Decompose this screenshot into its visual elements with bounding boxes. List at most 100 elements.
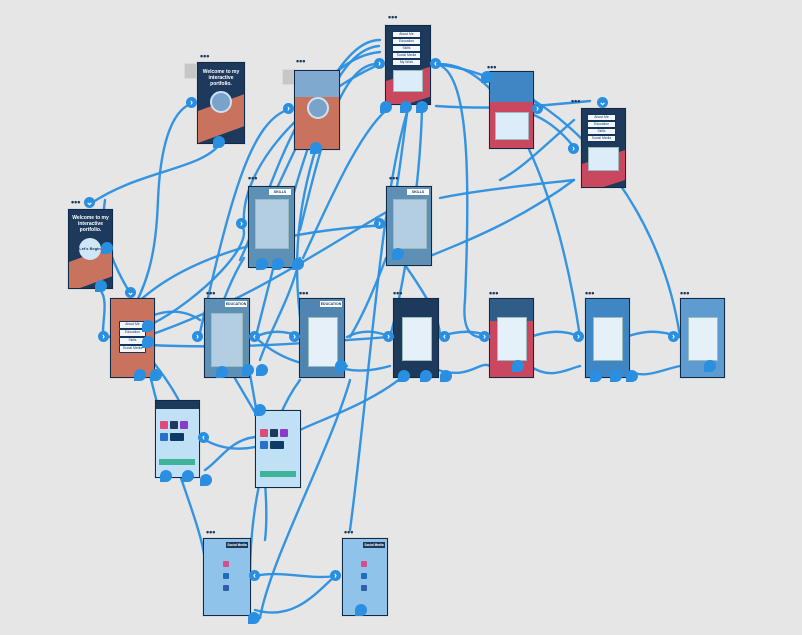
hotspot-marker[interactable] (310, 142, 322, 154)
chevron-left-icon[interactable]: ‹ (198, 432, 209, 443)
hotspot-marker[interactable] (256, 258, 268, 270)
hotspot-marker[interactable] (142, 320, 154, 332)
board-menu-dots[interactable]: ••• (388, 12, 398, 22)
hotspot-marker[interactable] (254, 404, 266, 416)
board-menu-dots[interactable]: ••• (71, 197, 81, 207)
board-menu-dots[interactable]: ••• (571, 96, 581, 106)
work-board-b[interactable] (489, 298, 534, 378)
menu-item-education[interactable]: Education (119, 329, 146, 337)
board-menu-dots[interactable]: ••• (206, 527, 216, 537)
menu-board-top[interactable]: About Me Education Skills Social Media M… (385, 25, 431, 105)
hotspot-marker[interactable] (272, 258, 284, 270)
hotspot-marker[interactable] (512, 360, 524, 372)
chevron-right-icon[interactable]: › (573, 331, 584, 342)
hotspot-marker[interactable] (150, 369, 162, 381)
hotspot-marker[interactable] (213, 136, 225, 148)
hotspot-marker[interactable] (416, 101, 428, 113)
chevron-right-icon[interactable]: › (479, 331, 490, 342)
hotspot-marker[interactable] (380, 101, 392, 113)
linkedin-icon[interactable] (223, 573, 229, 579)
education-board-a[interactable]: EDUCATION (204, 298, 250, 378)
chevron-left-icon[interactable]: ‹ (249, 570, 260, 581)
chevron-right-icon[interactable]: › (330, 570, 341, 581)
chevron-down-icon[interactable]: ⌄ (84, 197, 95, 208)
skills-board-b[interactable]: SKILLS (386, 186, 432, 266)
board-menu-dots[interactable]: ••• (489, 288, 499, 298)
hotspot-marker[interactable] (355, 604, 367, 616)
hotspot-marker[interactable] (134, 369, 146, 381)
menu-item-education[interactable]: Education (392, 38, 421, 45)
menu-item-skills[interactable]: Skills (392, 45, 421, 52)
chevron-right-icon[interactable]: › (186, 97, 197, 108)
chevron-down-icon[interactable]: ⌄ (597, 97, 608, 108)
hotspot-marker[interactable] (248, 612, 260, 624)
chevron-left-icon[interactable]: ‹ (439, 331, 450, 342)
chevron-right-icon[interactable]: › (383, 331, 394, 342)
about-board[interactable] (489, 71, 534, 149)
skills-grid-board-b[interactable] (255, 410, 301, 488)
instagram-icon[interactable] (223, 561, 229, 567)
profile-board[interactable] (294, 70, 340, 150)
board-menu-dots[interactable]: ••• (585, 288, 595, 298)
menu-item-skills[interactable]: Skills (587, 128, 616, 135)
hotspot-marker[interactable] (256, 364, 268, 376)
board-menu-dots[interactable]: ••• (299, 288, 309, 298)
hotspot-marker[interactable] (440, 370, 452, 382)
hotspot-marker[interactable] (160, 470, 172, 482)
hotspot-marker[interactable] (400, 101, 412, 113)
work-board-d[interactable] (680, 298, 725, 378)
chevron-right-icon[interactable]: › (374, 58, 385, 69)
instagram-icon[interactable] (361, 561, 367, 567)
chevron-right-icon[interactable]: › (668, 331, 679, 342)
board-menu-dots[interactable]: ••• (200, 51, 210, 61)
skills-board-a[interactable]: SKILLS (248, 186, 295, 268)
hotspot-marker[interactable] (610, 370, 622, 382)
portfolio-icon[interactable] (361, 585, 367, 591)
lets-begin-button[interactable]: Let's Begin (79, 238, 101, 260)
hotspot-marker[interactable] (95, 280, 107, 292)
board-menu-dots[interactable]: ••• (389, 173, 399, 183)
chevron-right-icon[interactable]: › (283, 103, 294, 114)
welcome-board-a[interactable]: Welcome to my interactive portfolio. (197, 62, 245, 144)
hotspot-marker[interactable] (216, 366, 228, 378)
board-menu-dots[interactable]: ••• (296, 56, 306, 66)
chevron-right-icon[interactable]: › (98, 331, 109, 342)
chevron-right-icon[interactable]: › (236, 218, 247, 229)
board-menu-dots[interactable]: ••• (344, 527, 354, 537)
chevron-left-icon[interactable]: ‹ (430, 58, 441, 69)
portfolio-icon[interactable] (223, 585, 229, 591)
hotspot-marker[interactable] (590, 370, 602, 382)
chevron-right-icon[interactable]: › (374, 218, 385, 229)
chevron-right-icon[interactable]: › (568, 143, 579, 154)
chevron-right-icon[interactable]: › (192, 331, 203, 342)
menu-item-social[interactable]: Social Media (119, 345, 146, 353)
chevron-right-icon[interactable]: › (289, 331, 300, 342)
work-board-a[interactable] (393, 298, 439, 378)
menu-item-about[interactable]: About Me (392, 31, 421, 38)
board-menu-dots[interactable]: ••• (393, 288, 403, 298)
hotspot-marker[interactable] (481, 71, 493, 83)
social-board-b[interactable]: Social Media (342, 538, 388, 616)
chevron-left-icon[interactable]: ‹ (249, 331, 260, 342)
hotspot-marker[interactable] (392, 248, 404, 260)
board-menu-dots[interactable]: ••• (680, 288, 690, 298)
hotspot-marker[interactable] (626, 370, 638, 382)
social-board-a[interactable]: Social Media (203, 538, 251, 616)
hotspot-marker[interactable] (101, 242, 113, 254)
hotspot-marker[interactable] (420, 370, 432, 382)
menu-item-education[interactable]: Education (587, 121, 616, 128)
linkedin-icon[interactable] (361, 573, 367, 579)
hotspot-marker[interactable] (242, 364, 254, 376)
hotspot-marker[interactable] (292, 258, 304, 270)
chevron-down-icon[interactable]: ⌄ (125, 287, 136, 298)
hotspot-marker[interactable] (704, 360, 716, 372)
work-board-c[interactable] (585, 298, 630, 378)
hotspot-marker[interactable] (335, 360, 347, 372)
skills-grid-board-a[interactable] (155, 400, 200, 478)
hotspot-marker[interactable] (200, 474, 212, 486)
menu-board-right[interactable]: About Me Education Skills Social Media (581, 108, 626, 188)
menu-item-social[interactable]: Social Media (587, 135, 616, 142)
board-menu-dots[interactable]: ••• (206, 288, 216, 298)
menu-item-about[interactable]: About Me (587, 114, 616, 121)
